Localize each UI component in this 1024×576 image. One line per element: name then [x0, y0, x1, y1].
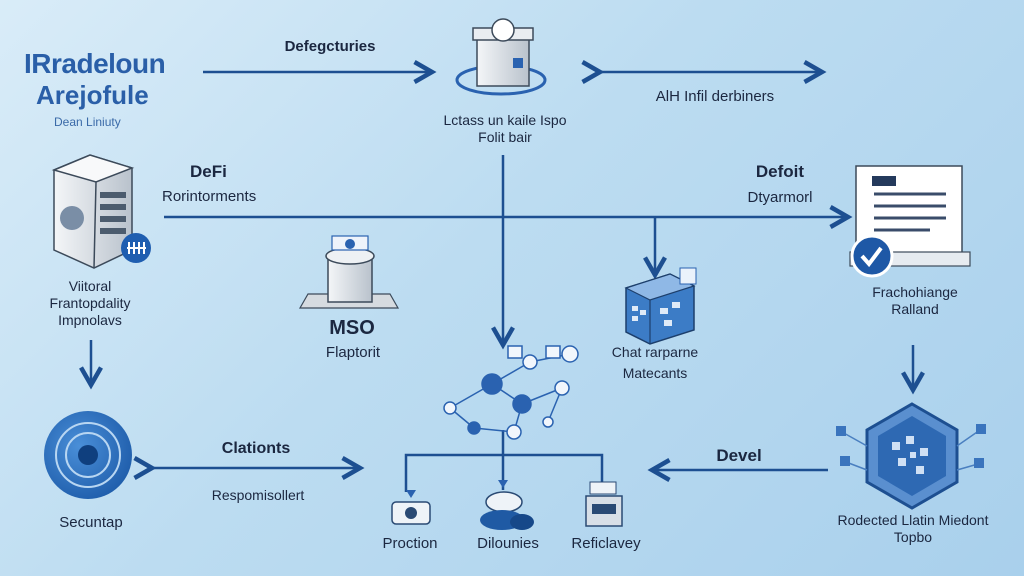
label-rodected-line1: Rodected Llatin Miedont	[837, 512, 989, 528]
label-dtyarmorl: Dtyarmorl	[747, 189, 813, 206]
brand-title-line2: Arejofule	[36, 80, 149, 110]
reficlavey-icon	[585, 481, 623, 527]
dilounies-icon	[480, 480, 534, 530]
label-respomisollert: Respomisollert	[211, 487, 305, 503]
label-mso: MSO	[329, 317, 375, 339]
label-devel: Devel	[716, 446, 762, 465]
label-top-center: Lctass un kaile Ispo Folit bair	[410, 112, 600, 146]
label-viitoral-line2: Frantopdality	[49, 295, 131, 311]
label-defegcturies: Defegcturies	[284, 38, 376, 55]
label-secuntap: Secuntap	[59, 514, 123, 531]
brand-title-line1: IRradelоun	[24, 48, 166, 79]
label-reficlavey: Reficlavey	[571, 535, 641, 552]
label-viitoral-line3: Impnolavs	[58, 312, 122, 328]
label-frachoh-line1: Frachohiange	[872, 284, 958, 300]
server-rack-icon	[51, 154, 151, 269]
label-flaptorit: Flaptorit	[325, 344, 381, 361]
label-defi: DeFi	[190, 162, 227, 181]
database-cylinder-icon	[298, 235, 400, 309]
brand-subtitle: Dean Liniuty	[54, 115, 121, 129]
data-cube-icon	[624, 267, 697, 345]
label-chat-line1: Chat rarparne	[611, 344, 699, 360]
hexagon-cluster-icon	[836, 402, 986, 510]
proction-icon	[391, 490, 431, 525]
label-viitoral: Viitoral Frantopdality Impnolavs	[20, 278, 160, 329]
label-rorintorments: Rorintorments	[162, 188, 257, 205]
label-frachoh: Frachohiange Ralland	[850, 284, 980, 318]
label-frachoh-line2: Ralland	[891, 301, 939, 317]
label-top-center-line2: Folit bair	[478, 129, 532, 145]
label-proction: Proction	[382, 535, 438, 552]
network-graph-icon	[443, 345, 579, 440]
label-aih: AlH Infil derbiners	[655, 88, 775, 105]
label-rodected: Rodected Llatin Miedont Topbo	[808, 512, 1018, 546]
label-dilounies: Dilounies	[477, 535, 539, 552]
label-defoit: Defoit	[755, 162, 805, 181]
document-checklist-icon	[849, 165, 971, 278]
label-rodected-line2: Topbo	[893, 529, 933, 545]
label-viitoral-line1: Viitoral	[68, 278, 112, 294]
label-chat-line2: Matecants	[622, 365, 688, 381]
label-clationts: Clationts	[221, 440, 291, 457]
label-chat: Chat rarparne Matecants	[590, 344, 720, 382]
label-top-center-line1: Lctass un kaile Ispo	[443, 112, 567, 128]
server-box-icon	[455, 18, 547, 96]
target-disc-icon	[44, 411, 132, 499]
